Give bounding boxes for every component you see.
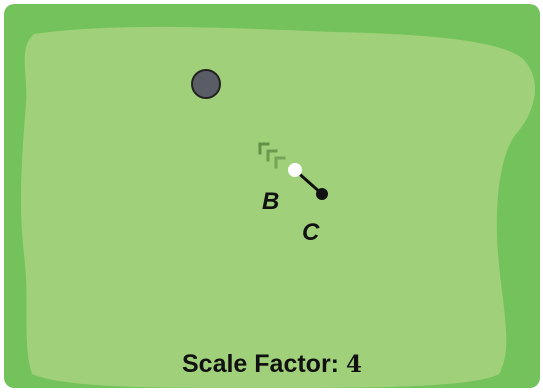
putting-field[interactable]: B C Scale Factor: 4 bbox=[4, 4, 540, 388]
point-c-label: C bbox=[302, 221, 319, 245]
target-dot-icon[interactable] bbox=[316, 188, 328, 200]
scale-factor-readout: Scale Factor: 4 bbox=[4, 352, 540, 377]
golf-hole-icon bbox=[192, 70, 220, 98]
scale-factor-value: 4 bbox=[346, 351, 362, 378]
golf-ball-icon[interactable] bbox=[288, 163, 302, 177]
point-b-label: B bbox=[262, 190, 279, 214]
scale-factor-label: Scale Factor: bbox=[182, 350, 339, 378]
